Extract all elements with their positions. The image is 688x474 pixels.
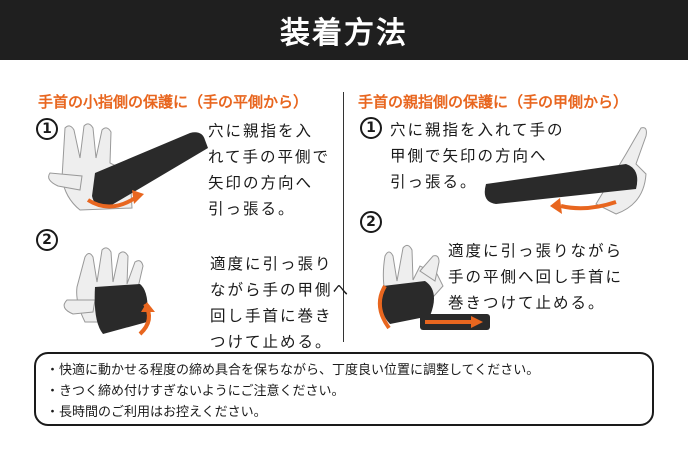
right-section-title: 手首の親指側の保護に（手の甲側から） xyxy=(358,93,629,111)
right-step-1-number: 1 xyxy=(360,117,382,139)
left-step-2-text: 適度に引っ張り ながら手の甲側へ 回し手首に巻き つけて止める。 xyxy=(210,255,351,351)
right-step-2-number: 2 xyxy=(360,211,382,233)
right-step-2-illustration xyxy=(377,244,490,330)
page-title: 装着方法 xyxy=(280,16,408,51)
left-section-title: 手首の小指側の保護に（手の平側から） xyxy=(38,93,309,111)
left-step-1-illustration xyxy=(48,123,208,211)
note-item: ・快適に動かせる程度の締め具合を保ちながら、丁度良い位置に調整してください。 xyxy=(46,363,540,378)
left-step-2-number: 2 xyxy=(36,229,58,251)
right-step-2-text: 適度に引っ張りながら 手の平側へ回し手首に 巻きつけて止める。 xyxy=(448,242,624,312)
left-step-1-number: 1 xyxy=(36,118,58,140)
section-divider xyxy=(343,92,344,342)
note-item: ・長時間のご利用はお控えください。 xyxy=(46,405,267,420)
notes-box: ・快適に動かせる程度の締め具合を保ちながら、丁度良い位置に調整してください。 ・… xyxy=(34,352,654,426)
right-step-1-text: 穴に親指を入れて手の 甲側で矢印の方向へ 引っ張る。 xyxy=(390,121,565,191)
note-item: ・きつく締め付けすぎないようにご注意ください。 xyxy=(46,384,345,399)
left-step-2-illustration xyxy=(63,247,155,336)
left-step-1-text: 穴に親指を入 れて手の平側で 矢印の方向へ 引っ張る。 xyxy=(208,122,331,218)
right-step-1-illustration xyxy=(484,127,647,215)
page-header: 装着方法 xyxy=(0,0,688,60)
